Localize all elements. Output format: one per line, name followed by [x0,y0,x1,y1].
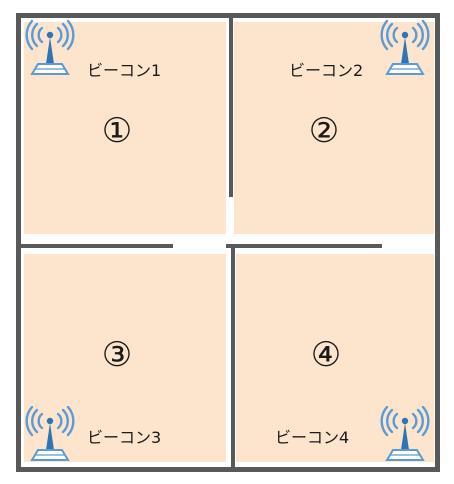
outer-wall-bottom [16,467,440,472]
outer-wall-left [16,13,21,472]
beacon-signal-icon [20,19,80,84]
room-4 [236,254,434,462]
room-number-4: ④ [310,335,342,375]
room-1 [24,22,226,234]
partition-lower [231,246,235,472]
outer-wall-top [16,13,440,18]
beacon-signal-icon [20,405,80,470]
room-number-2: ② [308,111,340,151]
room-number-1: ① [101,111,133,151]
beacon-signal-icon [375,405,435,470]
beacon-signal-icon [375,19,435,84]
partition-horizontal-right [226,244,382,248]
room-2 [234,22,434,234]
beacon-label-3: ビーコン3 [87,428,162,447]
room-number-3: ③ [101,335,133,375]
beacon-label-1: ビーコン1 [87,61,162,80]
partition-horizontal-left [21,244,173,248]
outer-wall-right [435,13,440,472]
beacon-label-2: ビーコン2 [289,61,364,80]
partition-upper [229,18,233,197]
beacon-label-4: ビーコン4 [275,428,350,447]
